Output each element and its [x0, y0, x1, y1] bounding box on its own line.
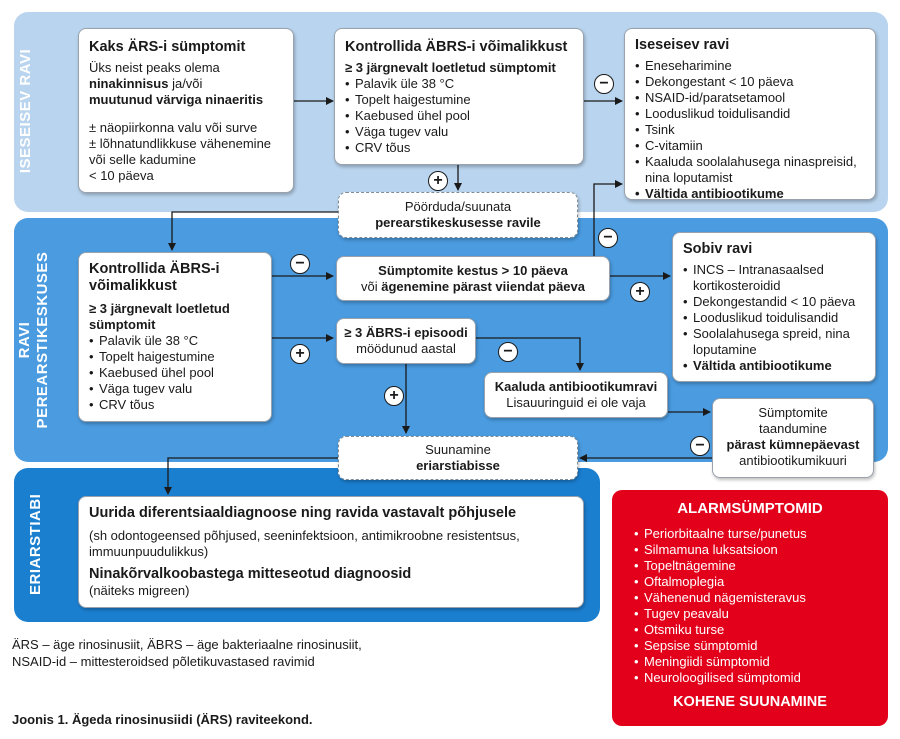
box-abrs-episodes: ≥ 3 ÄBRS-i episoodi möödunud aastal: [336, 318, 476, 364]
box-ars-symptoms-intro: Üks neist peaks olema ninakinnisus ja/võ…: [89, 60, 264, 107]
list-item: Väga tugev valu: [345, 124, 573, 140]
box-abrs-check-2: Kontrollida ÄBRS-i võimalikkust ≥ 3 järg…: [78, 252, 272, 422]
plus-sign-icon: +: [428, 171, 448, 191]
list-item: Looduslikud toidulisandid: [683, 310, 865, 326]
box-suitable-treatment-title: Sobiv ravi: [683, 241, 753, 257]
list-item: CRV tõus: [345, 140, 573, 156]
alarm-footer: KOHENE SUUNAMINE: [673, 694, 827, 710]
list-item: Vältida antibiootikume: [683, 358, 865, 374]
box-refer-specialist: Suunamine eriarstiabisse: [338, 436, 578, 480]
box-ars-symptoms-list: ± näopiirkonna valu või surve ± lõhnatun…: [89, 120, 283, 184]
box-suitable-treatment-list: INCS – Intranasaalsed kortikosteroidid D…: [683, 262, 865, 374]
list-item: Dekongestant < 10 päeva: [635, 74, 865, 90]
box-self-care-list: Eneseharimine Dekongestant < 10 päeva NS…: [635, 58, 865, 202]
list-item: Sepsise sümptomid: [634, 638, 872, 654]
list-item: Meningiidi sümptomid: [634, 654, 872, 670]
list-item: C-vitamiin: [635, 138, 865, 154]
alarm-list: Periorbitaalne turse/punetus Silmamuna l…: [628, 526, 872, 686]
minus-sign-icon: −: [498, 342, 518, 362]
list-item: Otsmiku turse: [634, 622, 872, 638]
list-item: Eneseharimine: [635, 58, 865, 74]
list-item: Kaebused ühel pool: [345, 108, 573, 124]
arrow-refer1-to-box4: [168, 211, 338, 251]
list-item: Tsink: [635, 122, 865, 138]
list-item: Kaaluda soolalahusega ninaspreisid, nina…: [635, 154, 865, 186]
list-item: Silmamuna luksatsioon: [634, 542, 872, 558]
box-self-care: Iseseisev ravi Eneseharimine Dekongestan…: [624, 28, 876, 202]
box-alarm-symptoms: ALARMSÜMPTOMID Periorbitaalne turse/pune…: [612, 490, 888, 726]
box-abrs-check-1: Kontrollida ÄBRS-i võimalikkust ≥ 3 järg…: [334, 28, 584, 165]
box-differential-title-2: Ninakõrvalkoobastega mitteseotud diagnoo…: [89, 566, 412, 582]
box-abrs-check-2-title: Kontrollida ÄBRS-i võimalikkust: [89, 261, 220, 294]
box-differential-title-1: Uurida diferentsiaaldiagnoose ning ravid…: [89, 505, 517, 521]
list-item: ± näopiirkonna valu või surve: [89, 120, 258, 135]
arrow-refer2-to-box10: [164, 457, 338, 495]
box-symptom-duration: Sümptomite kestus > 10 päeva või ägenemi…: [336, 256, 610, 301]
plus-sign-icon: +: [384, 386, 404, 406]
list-item: Vältida antibiootikume: [635, 186, 865, 202]
list-item: Vähenenud nägemisteravus: [634, 590, 872, 606]
box-symptom-resolution: Sümptomite taandumine pärast kümnepäevas…: [712, 398, 874, 478]
list-item: Topelt haigestumine: [345, 92, 573, 108]
plus-sign-icon: +: [630, 282, 650, 302]
minus-sign-icon: −: [690, 436, 710, 456]
box-refer-family-doctor: Pöörduda/suunata perearstikeskusesse rav…: [338, 192, 578, 238]
list-item: Palavik üle 38 °C: [89, 333, 261, 349]
minus-sign-icon: −: [290, 254, 310, 274]
list-item: ± lõhnatundlikkuse vähenemine või selle …: [89, 136, 272, 167]
list-item: Looduslikud toidulisandid: [635, 106, 865, 122]
list-item: Kaebused ühel pool: [89, 365, 261, 381]
box-differential-text-2: (näiteks migreen): [89, 583, 190, 598]
legend: ÄRS – äge rinosinusiit, ÄBRS – äge bakte…: [12, 637, 362, 669]
box-symptom-duration-line2: või ägenemine pärast viiendat päeva: [361, 279, 585, 294]
list-item: Neuroloogilised sümptomid: [634, 670, 872, 686]
list-item: Oftalmoplegia: [634, 574, 872, 590]
box-abrs-check-2-list: Palavik üle 38 °C Topelt haigestumine Ka…: [89, 333, 261, 413]
list-item: Topeltnägemine: [634, 558, 872, 574]
arrow-box5-to-box3: [593, 180, 623, 256]
list-item: Tugev peavalu: [634, 606, 872, 622]
box-suitable-treatment: Sobiv ravi INCS – Intranasaalsed kortiko…: [672, 232, 876, 382]
box-differential-diagnosis: Uurida diferentsiaaldiagnoose ning ravid…: [78, 496, 584, 608]
box-differential-text-1: (sh odontogeensed põhjused, seeninfektsi…: [89, 528, 520, 559]
list-item: Väga tugev valu: [89, 381, 261, 397]
minus-sign-icon: −: [598, 228, 618, 248]
box-abrs-check-1-subtitle: ≥ 3 järgnevalt loetletud sümptomit: [345, 60, 556, 75]
arrow-box6-to-box7: [476, 337, 584, 371]
list-item: INCS – Intranasaalsed kortikosteroidid: [683, 262, 865, 294]
box-ars-symptoms-title: Kaks ÄRS-i sümptomit: [89, 39, 246, 55]
list-item: NSAID-id/paratsetamool: [635, 90, 865, 106]
list-item: < 10 päeva: [89, 168, 154, 183]
box-consider-antibiotics: Kaaluda antibiootikumravi Lisauuringuid …: [484, 372, 668, 418]
box-abrs-check-1-list: Palavik üle 38 °C Topelt haigestumine Ka…: [345, 76, 573, 156]
box-self-care-title: Iseseisev ravi: [635, 37, 730, 53]
list-item: CRV tõus: [89, 397, 261, 413]
box-abrs-check-2-subtitle: ≥ 3 järgnevalt loetletud sümptomit: [89, 301, 230, 332]
box-ars-symptoms: Kaks ÄRS-i sümptomit Üks neist peaks ole…: [78, 28, 294, 193]
list-item: Soolalahusega spreid, nina loputamine: [683, 326, 865, 358]
plus-sign-icon: +: [290, 344, 310, 364]
box-abrs-check-1-title: Kontrollida ÄBRS-i võimalikkust: [345, 39, 568, 55]
minus-sign-icon: −: [594, 74, 614, 94]
alarm-title: ALARMSÜMPTOMID: [677, 500, 823, 517]
figure-caption: Joonis 1. Ägeda rinosinusiidi (ÄRS) ravi…: [12, 712, 313, 727]
list-item: Dekongestandid < 10 päeva: [683, 294, 865, 310]
list-item: Topelt haigestumine: [89, 349, 261, 365]
list-item: Palavik üle 38 °C: [345, 76, 573, 92]
list-item: Periorbitaalne turse/punetus: [634, 526, 872, 542]
